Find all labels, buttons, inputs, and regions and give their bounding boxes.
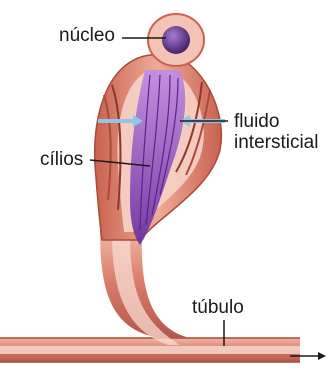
- nucleus-shape: [162, 26, 190, 54]
- fluid-label-line1: fluido: [234, 112, 318, 133]
- cell-cap: [148, 14, 204, 66]
- cell-neck: [100, 230, 190, 345]
- nucleus-label: núcleo: [59, 26, 115, 47]
- arrow-right-icon: [318, 352, 326, 360]
- cilia-label: cílios: [40, 150, 83, 171]
- tubule-label: túbulo: [192, 298, 244, 319]
- fluid-label-line2: intersticial: [234, 133, 318, 154]
- tubule-shape: [0, 338, 300, 362]
- interstitial-fluid-label: fluido intersticial: [234, 112, 318, 154]
